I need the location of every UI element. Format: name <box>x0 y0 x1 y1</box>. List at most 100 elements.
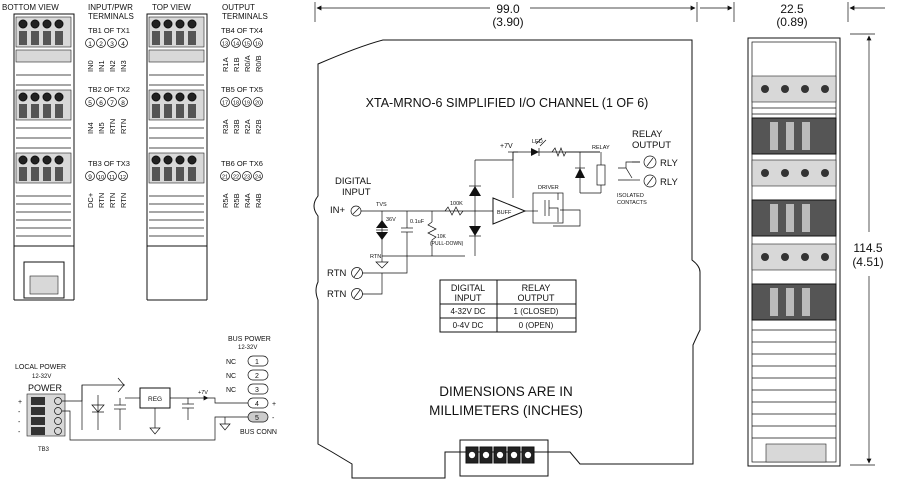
svg-text:4: 4 <box>255 401 259 408</box>
svg-text:RELAY: RELAY <box>632 129 663 140</box>
svg-text:24: 24 <box>255 175 261 181</box>
svg-text:NC: NC <box>226 387 236 394</box>
svg-text:22: 22 <box>233 175 239 181</box>
svg-text:R1B: R1B <box>232 57 241 72</box>
svg-text:+7V: +7V <box>198 390 208 396</box>
svg-text:18: 18 <box>233 101 239 107</box>
svg-text:RELAY: RELAY <box>522 283 551 293</box>
svg-text:OUTPUT: OUTPUT <box>518 293 556 303</box>
schematic-title: XTA-MRNO-6 SIMPLIFIED I/O CHANNEL (1 OF … <box>366 96 649 110</box>
svg-text:R3A: R3A <box>221 119 230 134</box>
svg-text:(3.90): (3.90) <box>492 15 523 29</box>
svg-text:TB2 OF TX2: TB2 OF TX2 <box>88 85 130 94</box>
svg-text:OUTPUT: OUTPUT <box>632 140 671 151</box>
svg-text:TB3: TB3 <box>38 447 50 453</box>
svg-text:+: + <box>18 399 22 406</box>
svg-text:NC: NC <box>226 373 236 380</box>
svg-text:12-32V: 12-32V <box>32 374 51 380</box>
dimensions-note: DIMENSIONS ARE IN <box>439 384 573 399</box>
svg-text:36V: 36V <box>386 217 396 223</box>
svg-text:OUTPUT: OUTPUT <box>222 3 255 12</box>
svg-text:R1A: R1A <box>221 57 230 72</box>
svg-text:RTN: RTN <box>119 193 128 208</box>
svg-text:RLY: RLY <box>660 158 678 169</box>
svg-text:3: 3 <box>255 387 259 394</box>
svg-text:IN1: IN1 <box>97 60 106 72</box>
svg-text:16: 16 <box>255 42 261 48</box>
svg-text:14: 14 <box>233 42 239 48</box>
svg-text:4: 4 <box>121 41 125 48</box>
svg-text:-: - <box>272 415 275 422</box>
svg-text:ISOLATED: ISOLATED <box>617 193 644 199</box>
svg-text:RTN: RTN <box>327 268 346 279</box>
bus-connector: NC 1 NC 2 NC 3 4 + 5 - BUS CONN <box>226 355 277 436</box>
svg-text:TOP VIEW: TOP VIEW <box>152 3 191 12</box>
svg-text:BUS CONN: BUS CONN <box>240 429 277 436</box>
svg-text:POWER: POWER <box>28 383 63 393</box>
svg-text:22.5: 22.5 <box>780 2 804 16</box>
svg-text:10K: 10K <box>437 234 447 240</box>
svg-text:IN+: IN+ <box>330 205 346 216</box>
svg-text:(0.89): (0.89) <box>776 15 807 29</box>
svg-text:100K: 100K <box>450 201 463 207</box>
svg-text:TERMINALS: TERMINALS <box>222 12 268 21</box>
svg-text:TB1 OF TX1: TB1 OF TX1 <box>88 26 130 35</box>
tb3-numbers: 9 10 11 12 <box>85 171 128 181</box>
svg-text:RTN: RTN <box>327 289 346 300</box>
svg-text:23: 23 <box>244 175 250 181</box>
svg-text:TB5 OF TX5: TB5 OF TX5 <box>221 85 263 94</box>
svg-text:BUFF: BUFF <box>497 210 512 216</box>
svg-text:0.1uF: 0.1uF <box>410 219 425 225</box>
center-module-outline <box>313 39 701 479</box>
svg-text:IN5: IN5 <box>97 122 106 134</box>
svg-text:R4B: R4B <box>254 193 263 208</box>
table-cell: 0-4V DC <box>453 321 484 330</box>
svg-text:MILLIMETERS (INCHES): MILLIMETERS (INCHES) <box>429 403 583 418</box>
svg-text:LED: LED <box>532 139 543 145</box>
svg-text:5: 5 <box>255 415 259 422</box>
svg-text:7: 7 <box>110 100 114 107</box>
svg-text:1: 1 <box>88 41 92 48</box>
side-view-module <box>747 37 841 467</box>
right-dimension: 22.5 (0.89) 114.5 (4.51) <box>700 2 885 466</box>
svg-text:TB6 OF TX6: TB6 OF TX6 <box>221 159 263 168</box>
svg-text:12-32V: 12-32V <box>238 345 257 351</box>
svg-text:INPUT/PWR: INPUT/PWR <box>88 3 133 12</box>
svg-text:IN4: IN4 <box>86 122 95 134</box>
svg-text:1: 1 <box>255 359 259 366</box>
svg-text:3: 3 <box>110 41 114 48</box>
svg-text:10: 10 <box>98 175 104 181</box>
svg-text:-: - <box>18 429 21 436</box>
svg-text:RELAY: RELAY <box>592 145 610 151</box>
svg-text:-: - <box>18 409 21 416</box>
svg-text:RTN: RTN <box>119 119 128 134</box>
svg-text:11: 11 <box>109 175 115 181</box>
input-terminal-labels: INPUT/PWR TERMINALS TB1 OF TX1 1 2 3 4 I… <box>85 3 134 208</box>
power-schematic: LOCAL POWER 12-32V POWER + - - - TB3 REG… <box>15 336 277 453</box>
svg-text:IN0: IN0 <box>86 60 95 72</box>
svg-text:R2A: R2A <box>243 119 252 134</box>
svg-text:19: 19 <box>244 101 250 107</box>
svg-text:RLY: RLY <box>660 177 678 188</box>
svg-text:RTN: RTN <box>97 193 106 208</box>
svg-text:TVS: TVS <box>376 202 387 208</box>
svg-text:15: 15 <box>244 42 250 48</box>
svg-text:6: 6 <box>99 100 103 107</box>
center-dimension: 99.0 (3.90) <box>314 2 698 29</box>
svg-text:R0/A: R0/A <box>243 55 252 72</box>
svg-text:RTN: RTN <box>108 193 117 208</box>
svg-text:INPUT: INPUT <box>455 293 483 303</box>
svg-text:(4.51): (4.51) <box>852 255 883 269</box>
bottom-view-label: BOTTOM VIEW <box>2 3 59 12</box>
svg-text:DIGITAL: DIGITAL <box>335 176 371 187</box>
svg-text:DC+: DC+ <box>86 192 95 208</box>
svg-text:8: 8 <box>121 100 125 107</box>
truth-table: DIGITAL INPUT RELAY OUTPUT 4-32V DC 1 (C… <box>439 279 577 333</box>
svg-text:+: + <box>272 401 276 408</box>
svg-text:(PULL-DOWN): (PULL-DOWN) <box>430 241 464 247</box>
svg-text:R5A: R5A <box>221 193 230 208</box>
bottom-view-module: BOTTOM VIEW <box>2 3 75 301</box>
svg-text:R3B: R3B <box>232 119 241 134</box>
svg-text:TB4 OF TX4: TB4 OF TX4 <box>221 26 263 35</box>
svg-text:DRIVER: DRIVER <box>538 185 559 191</box>
